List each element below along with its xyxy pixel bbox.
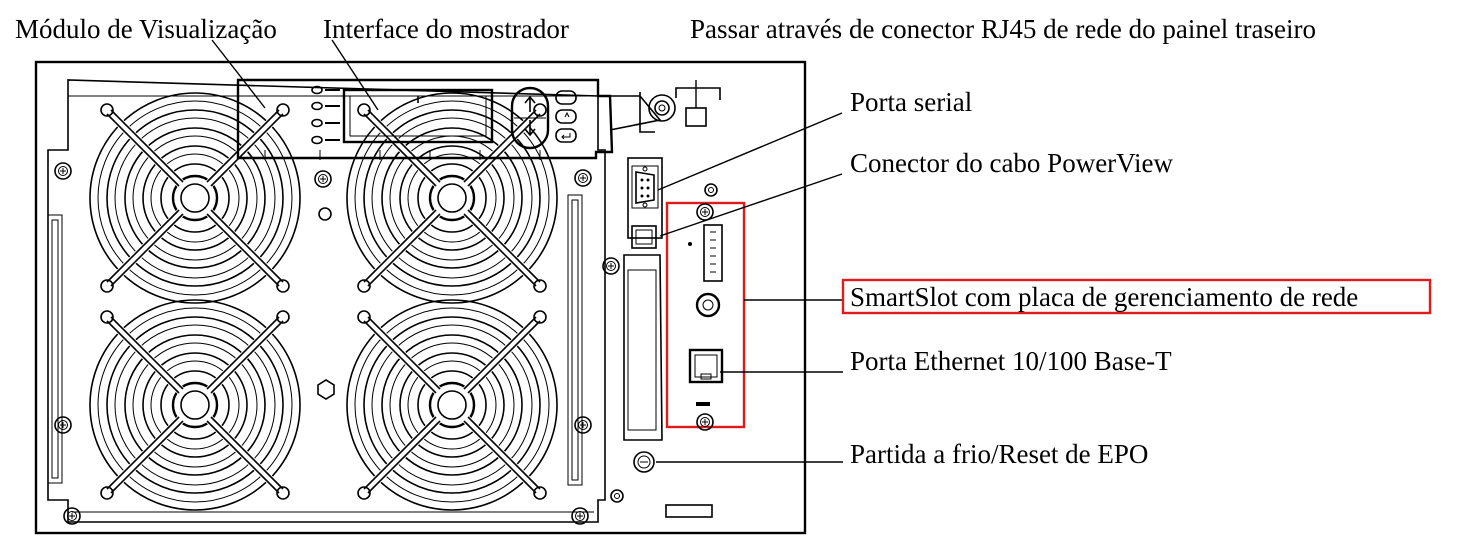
status-led-2 — [311, 101, 340, 111]
serial-port — [631, 165, 659, 209]
fan-bottom-right — [347, 300, 557, 510]
label-ethernet-port: Porta Ethernet 10/100 Base-T — [850, 346, 1172, 376]
escape-button — [555, 109, 577, 124]
smartslot-card — [665, 201, 746, 431]
ethernet-port — [688, 348, 724, 384]
label-display-interface: Interface do mostrador — [323, 14, 569, 44]
smartslot-highlight — [665, 201, 746, 429]
smartslot-label-highlight — [841, 278, 1432, 315]
fan-bottom-left — [90, 300, 300, 510]
menu-button — [555, 90, 577, 105]
label-cold-start: Partida a frio/Reset de EPO — [850, 439, 1148, 469]
fan-top-left — [90, 93, 300, 303]
enter-button — [555, 128, 577, 143]
label-serial-port: Porta serial — [850, 87, 972, 117]
label-powerview-connector: Conector do cabo PowerView — [850, 148, 1174, 178]
status-led-3 — [311, 118, 340, 128]
scroll-buttons — [510, 86, 550, 150]
label-rj45-passthrough: Passar através de conector RJ45 de rede … — [690, 14, 1316, 44]
fan-top-right — [347, 93, 557, 303]
status-led-1 — [311, 85, 340, 95]
right-io-panel — [602, 157, 718, 518]
powerview-connector — [631, 225, 657, 249]
lcd-screen — [342, 88, 494, 144]
dip-switch — [703, 224, 723, 282]
enclosure-outline — [34, 60, 807, 535]
rj45-passthrough — [639, 80, 721, 133]
status-led-4 — [311, 135, 340, 145]
label-smartslot: SmartSlot com placa de gerenciamento de … — [850, 282, 1358, 312]
display-module — [236, 78, 662, 160]
cold-start-button — [633, 451, 655, 473]
chassis-body — [47, 79, 606, 523]
label-display-module: Módulo de Visualização — [15, 14, 277, 44]
